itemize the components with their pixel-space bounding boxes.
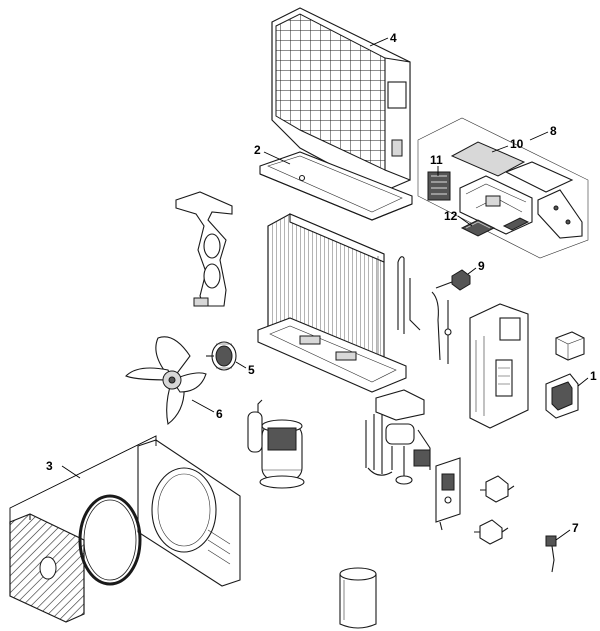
small-cover-box	[555, 331, 585, 361]
front-grille	[9, 513, 85, 623]
part-2-top-cover	[259, 151, 413, 221]
callout-5: 5	[248, 363, 255, 377]
part-7-temperature-sensor	[545, 535, 557, 573]
part-6-fan-blade	[125, 336, 207, 425]
part-10-cover	[450, 141, 526, 177]
condenser-coil	[257, 213, 407, 393]
part-4-rear-panel	[271, 7, 411, 193]
service-valve-upper	[480, 475, 515, 503]
part-3-group-bracket	[9, 435, 157, 524]
service-valve-lower	[474, 519, 509, 545]
callout-8: 8	[550, 124, 557, 138]
callout-11: 11	[430, 153, 443, 167]
motor-bracket	[175, 191, 233, 307]
fan-guard-ring	[78, 494, 142, 586]
callout-12: 12	[444, 209, 458, 223]
capillary-tube	[431, 291, 452, 364]
reactor-plate	[435, 457, 461, 531]
callout-1: 1	[590, 369, 597, 383]
callout-3: 3	[46, 459, 53, 473]
accumulator-cylinder	[339, 567, 377, 629]
callout-10: 10	[510, 137, 524, 151]
part-12-control-module	[460, 219, 496, 237]
part-11-terminal-board	[427, 171, 451, 201]
pipe-assembly	[397, 256, 421, 334]
callout-9: 9	[478, 259, 485, 273]
callout-7: 7	[572, 521, 579, 535]
part-9-sensor	[435, 269, 471, 291]
callout-6: 6	[216, 407, 223, 421]
right-side-panel	[469, 303, 529, 429]
part-1-valve-cover	[545, 373, 579, 419]
front-panel	[137, 439, 241, 587]
leader-lines	[61, 37, 589, 541]
four-way-valve-assembly	[365, 389, 431, 485]
compressor	[247, 399, 305, 489]
callout-2: 2	[254, 143, 261, 157]
callout-4: 4	[390, 31, 397, 45]
part-8-control-box-group	[417, 117, 589, 259]
part-5-fan-motor	[206, 341, 237, 371]
